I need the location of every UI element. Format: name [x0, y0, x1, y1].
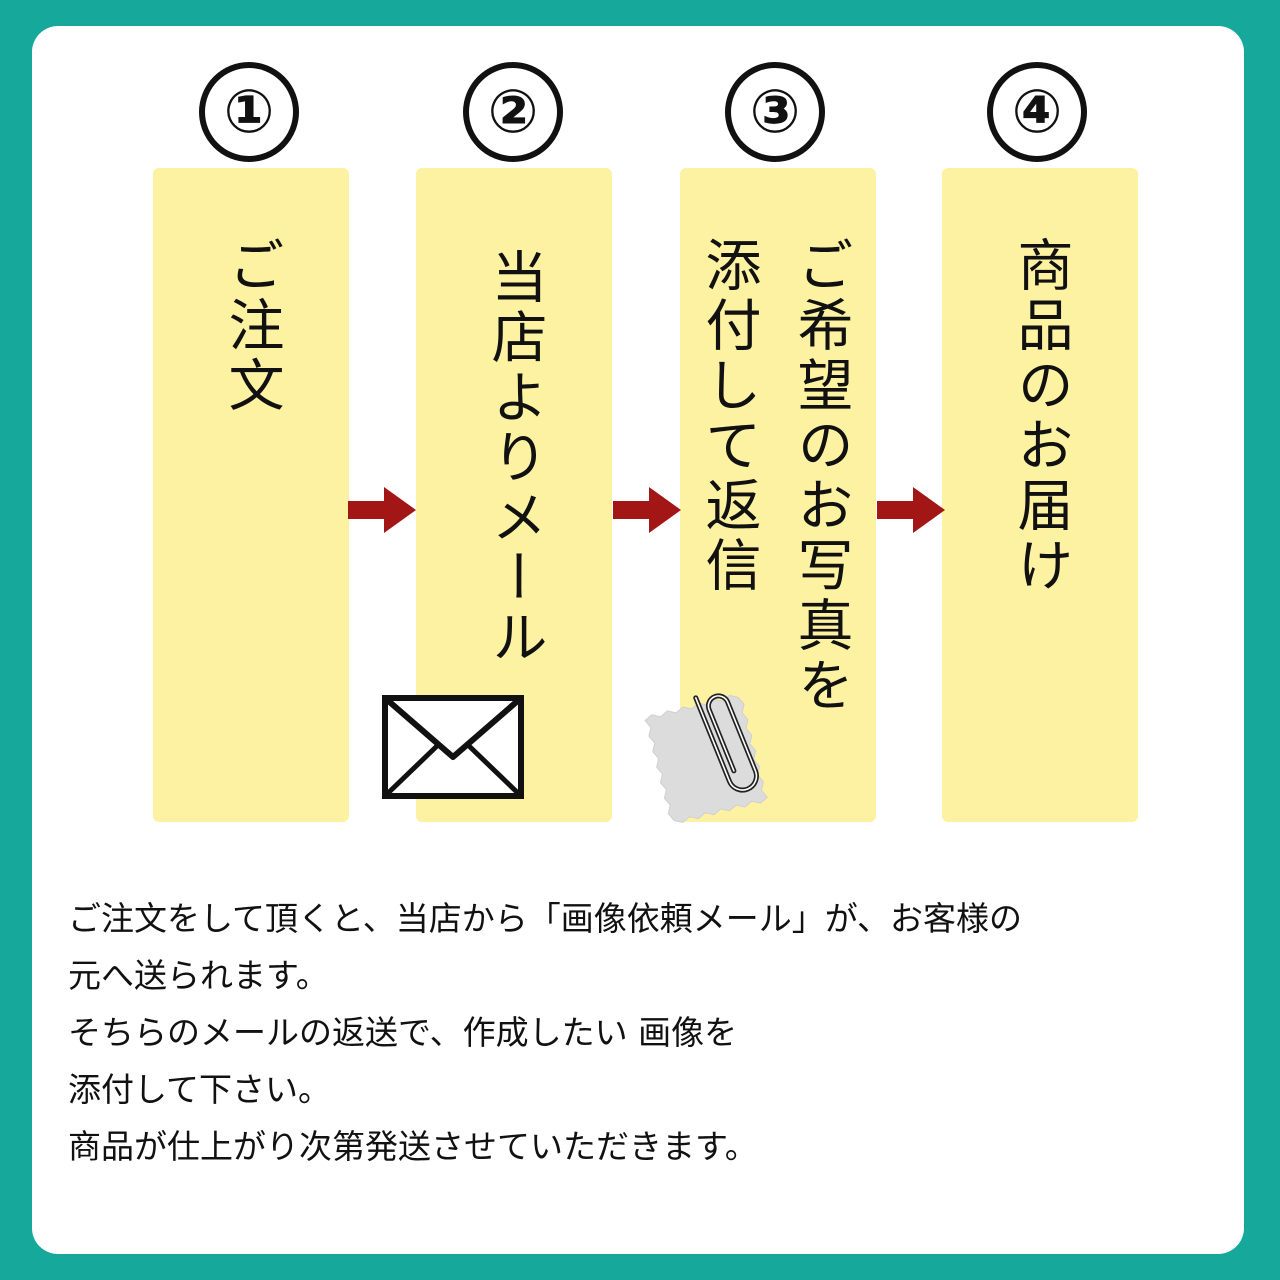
step-3-text-line-2: 添付して返信 [696, 236, 761, 596]
description-line-5: 商品が仕上がり次第発送させていただきます。 [68, 1127, 758, 1166]
step-4-number: ④ [987, 62, 1087, 162]
description-line-3: そちらのメールの返送で、作成したい 画像を [68, 1013, 738, 1052]
arrow-right-icon [348, 487, 416, 533]
step-3-number: ③ [725, 62, 825, 162]
description-line-1: ご注文をして頂くと、当店から「画像依頼メール」が、お客様の [68, 899, 1023, 938]
description-line-4: 添付して下さい。 [68, 1070, 332, 1109]
step-1-box: ご注文 [153, 168, 349, 822]
step-4-text: 商品のお届け [1008, 236, 1073, 596]
arrow-right-icon [613, 487, 681, 533]
step-1-text: ご注文 [219, 236, 284, 416]
step-1-number: ① [199, 62, 299, 162]
arrow-right-icon [877, 487, 945, 533]
description-line-2: 元へ送られます。 [68, 956, 329, 995]
step-2-number: ② [463, 62, 563, 162]
description-text: ご注文をして頂くと、当店から「画像依頼メール」が、お客様の 元へ送られます。 そ… [68, 890, 1218, 1175]
step-2-text: 当店よりメール [482, 248, 547, 668]
step-4-box: 商品のお届け [942, 168, 1138, 822]
step-3-text-line-1: ご希望のお写真を [788, 236, 853, 716]
paperclip-icon [644, 693, 768, 824]
envelope-icon [382, 695, 524, 799]
